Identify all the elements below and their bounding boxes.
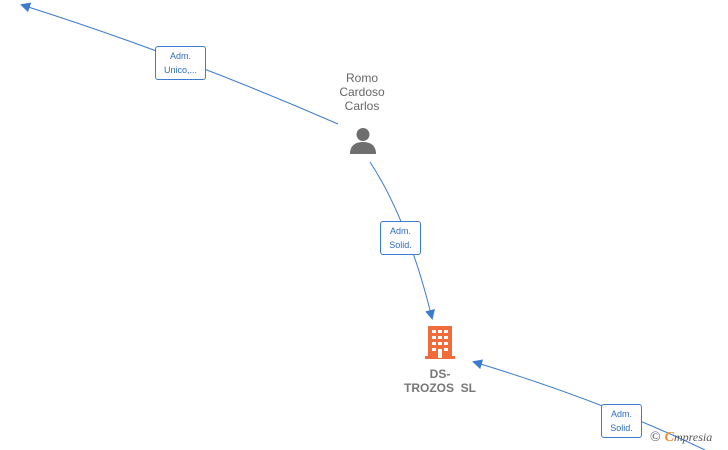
edge-offscreen-to-company: [472, 359, 706, 450]
company-name[interactable]: DS- TROZOS SL: [390, 367, 490, 395]
edge-label-line-1: Adm.: [389, 226, 411, 236]
edge-label-line-1: Adm.: [169, 51, 191, 61]
edge-label-line-2: Solid.: [389, 240, 412, 250]
person-icon[interactable]: [348, 126, 378, 156]
brand-letter: C: [664, 430, 674, 445]
building-icon[interactable]: [424, 324, 456, 360]
person-name-line-3: Carlos: [344, 99, 380, 113]
person-name[interactable]: Romo Cardoso Carlos: [322, 71, 402, 113]
person-name-line-1: Romo: [345, 71, 378, 85]
brand-name: mpresia: [673, 430, 713, 444]
edge-label-line-1: Adm.: [610, 409, 632, 419]
person-name-line-2: Cardoso: [339, 85, 385, 99]
edge-label-adm-solid-1[interactable]: Adm. Solid.: [380, 221, 421, 255]
edge-label-line-2: Unico,...: [163, 65, 197, 75]
edge-label-adm-unico[interactable]: Adm. Unico,...: [155, 46, 206, 80]
edge-label-line-2: Solid.: [610, 423, 633, 433]
company-name-line-1: DS-: [429, 367, 451, 381]
company-name-line-2: TROZOS SL: [404, 381, 476, 395]
edge-label-adm-solid-2[interactable]: Adm. Solid.: [601, 404, 642, 438]
copyright-symbol: ©: [650, 430, 661, 445]
brand-watermark: ©Cmpresia: [650, 430, 712, 448]
